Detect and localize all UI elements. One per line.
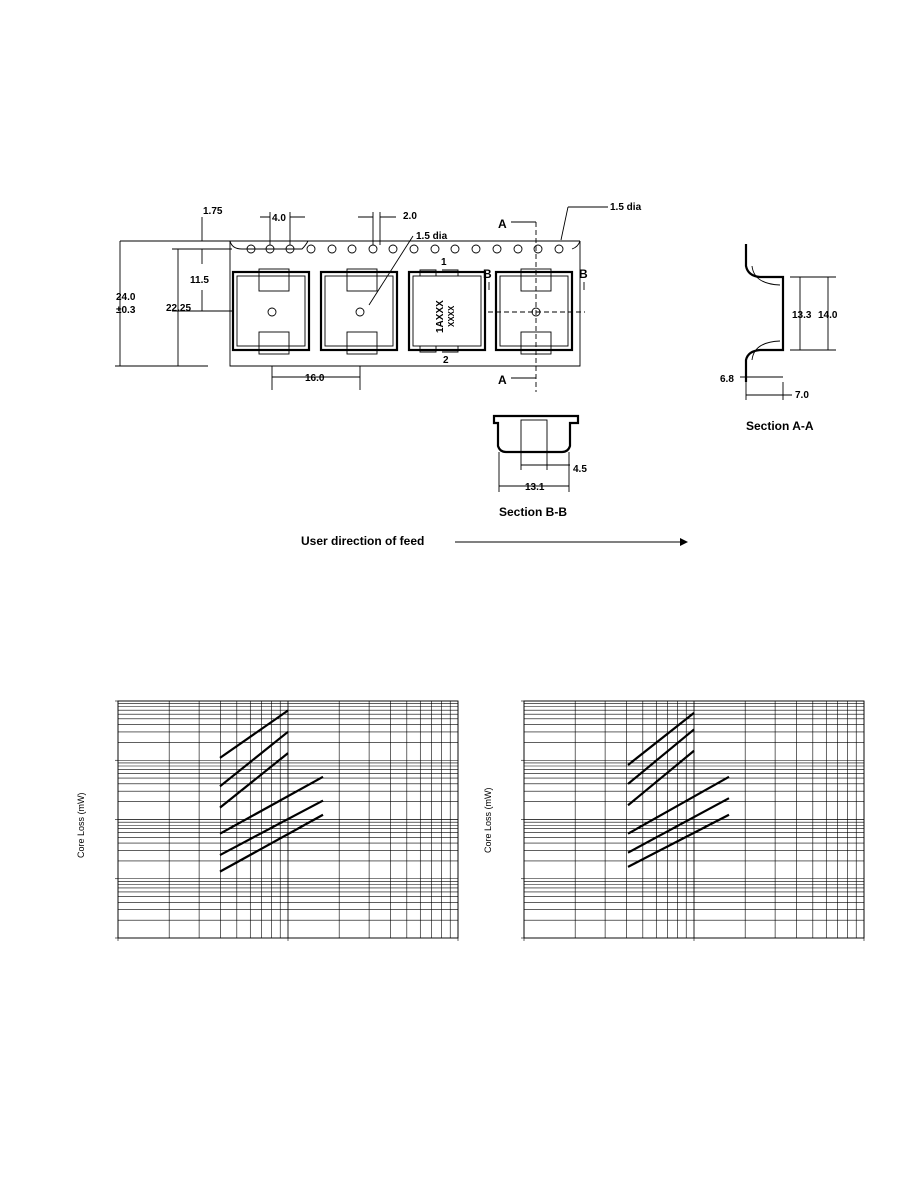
dim-13-3: 13.3 bbox=[792, 310, 812, 321]
section-bb-title: Section B-B bbox=[499, 505, 567, 519]
section-aa-title: Section A-A bbox=[746, 419, 814, 433]
dim-hole-dia-mid: 1.5 dia bbox=[416, 231, 448, 242]
y-axis-label-chart-1: Core Loss (mW) bbox=[76, 792, 86, 858]
pocket-4 bbox=[494, 268, 574, 355]
chart-series-group bbox=[627, 711, 730, 868]
series-line-3 bbox=[219, 752, 289, 809]
dim-24-0: 24.0 bbox=[116, 292, 136, 303]
series-line-1 bbox=[219, 709, 289, 759]
dim-11-5: 11.5 bbox=[190, 275, 209, 286]
series-line-4 bbox=[627, 775, 730, 835]
pocket-3-with-part bbox=[407, 269, 487, 353]
section-aa-drawing bbox=[740, 244, 836, 400]
series-line-6 bbox=[219, 813, 324, 873]
pin-1-label: 1 bbox=[441, 257, 447, 268]
dim-13-1: 13.1 bbox=[525, 482, 545, 493]
chart-grid bbox=[115, 700, 459, 941]
tape-outline bbox=[120, 240, 581, 367]
dim-6-8: 6.8 bbox=[720, 374, 734, 385]
pin-2-label: 2 bbox=[443, 355, 449, 366]
y-axis-label-chart-2: Core Loss (mW) bbox=[483, 787, 493, 853]
tape-edge bbox=[229, 240, 581, 250]
core-loss-chart-2 bbox=[521, 700, 865, 941]
section-a-marker-bottom: A bbox=[498, 373, 507, 387]
dim-4-0: 4.0 bbox=[272, 213, 286, 224]
dim-2-0: 2.0 bbox=[403, 211, 417, 222]
section-a-marker-top: A bbox=[498, 217, 507, 231]
section-b-marker-right: B bbox=[579, 267, 588, 281]
chart-grid bbox=[521, 700, 865, 941]
series-line-1 bbox=[627, 711, 695, 766]
series-line-5 bbox=[219, 799, 324, 857]
dim-hole-dia-top: 1.5 dia bbox=[610, 202, 642, 213]
dim-tolerance: ±0.3 bbox=[116, 305, 136, 316]
sprocket-holes bbox=[246, 244, 564, 254]
chart-series-group bbox=[219, 709, 324, 873]
series-line-2 bbox=[219, 730, 289, 788]
dim-1-75: 1.75 bbox=[203, 206, 223, 217]
pocket-1 bbox=[231, 268, 311, 355]
core-loss-chart-1 bbox=[115, 700, 459, 941]
pocket-2 bbox=[319, 268, 399, 355]
part-marking-2: XXXX bbox=[447, 305, 456, 327]
dim-14-0: 14.0 bbox=[818, 310, 838, 321]
dim-22-25: 22.25 bbox=[166, 303, 191, 314]
section-b-marker-left: B bbox=[483, 267, 492, 281]
dim-4-5: 4.5 bbox=[573, 464, 587, 475]
series-line-6 bbox=[627, 813, 730, 868]
series-line-3 bbox=[627, 749, 695, 807]
part-marking: 1AXXX bbox=[435, 300, 446, 333]
series-line-5 bbox=[627, 797, 730, 854]
dim-16-0: 16.0 bbox=[305, 373, 325, 384]
feed-direction-label: User direction of feed bbox=[301, 534, 424, 548]
feed-direction-arrow bbox=[455, 538, 688, 546]
series-line-2 bbox=[627, 728, 695, 785]
section-bb-drawing bbox=[492, 414, 580, 492]
series-line-4 bbox=[219, 775, 324, 835]
dim-7-0: 7.0 bbox=[795, 390, 809, 401]
carrier-tape-drawing bbox=[115, 206, 608, 392]
